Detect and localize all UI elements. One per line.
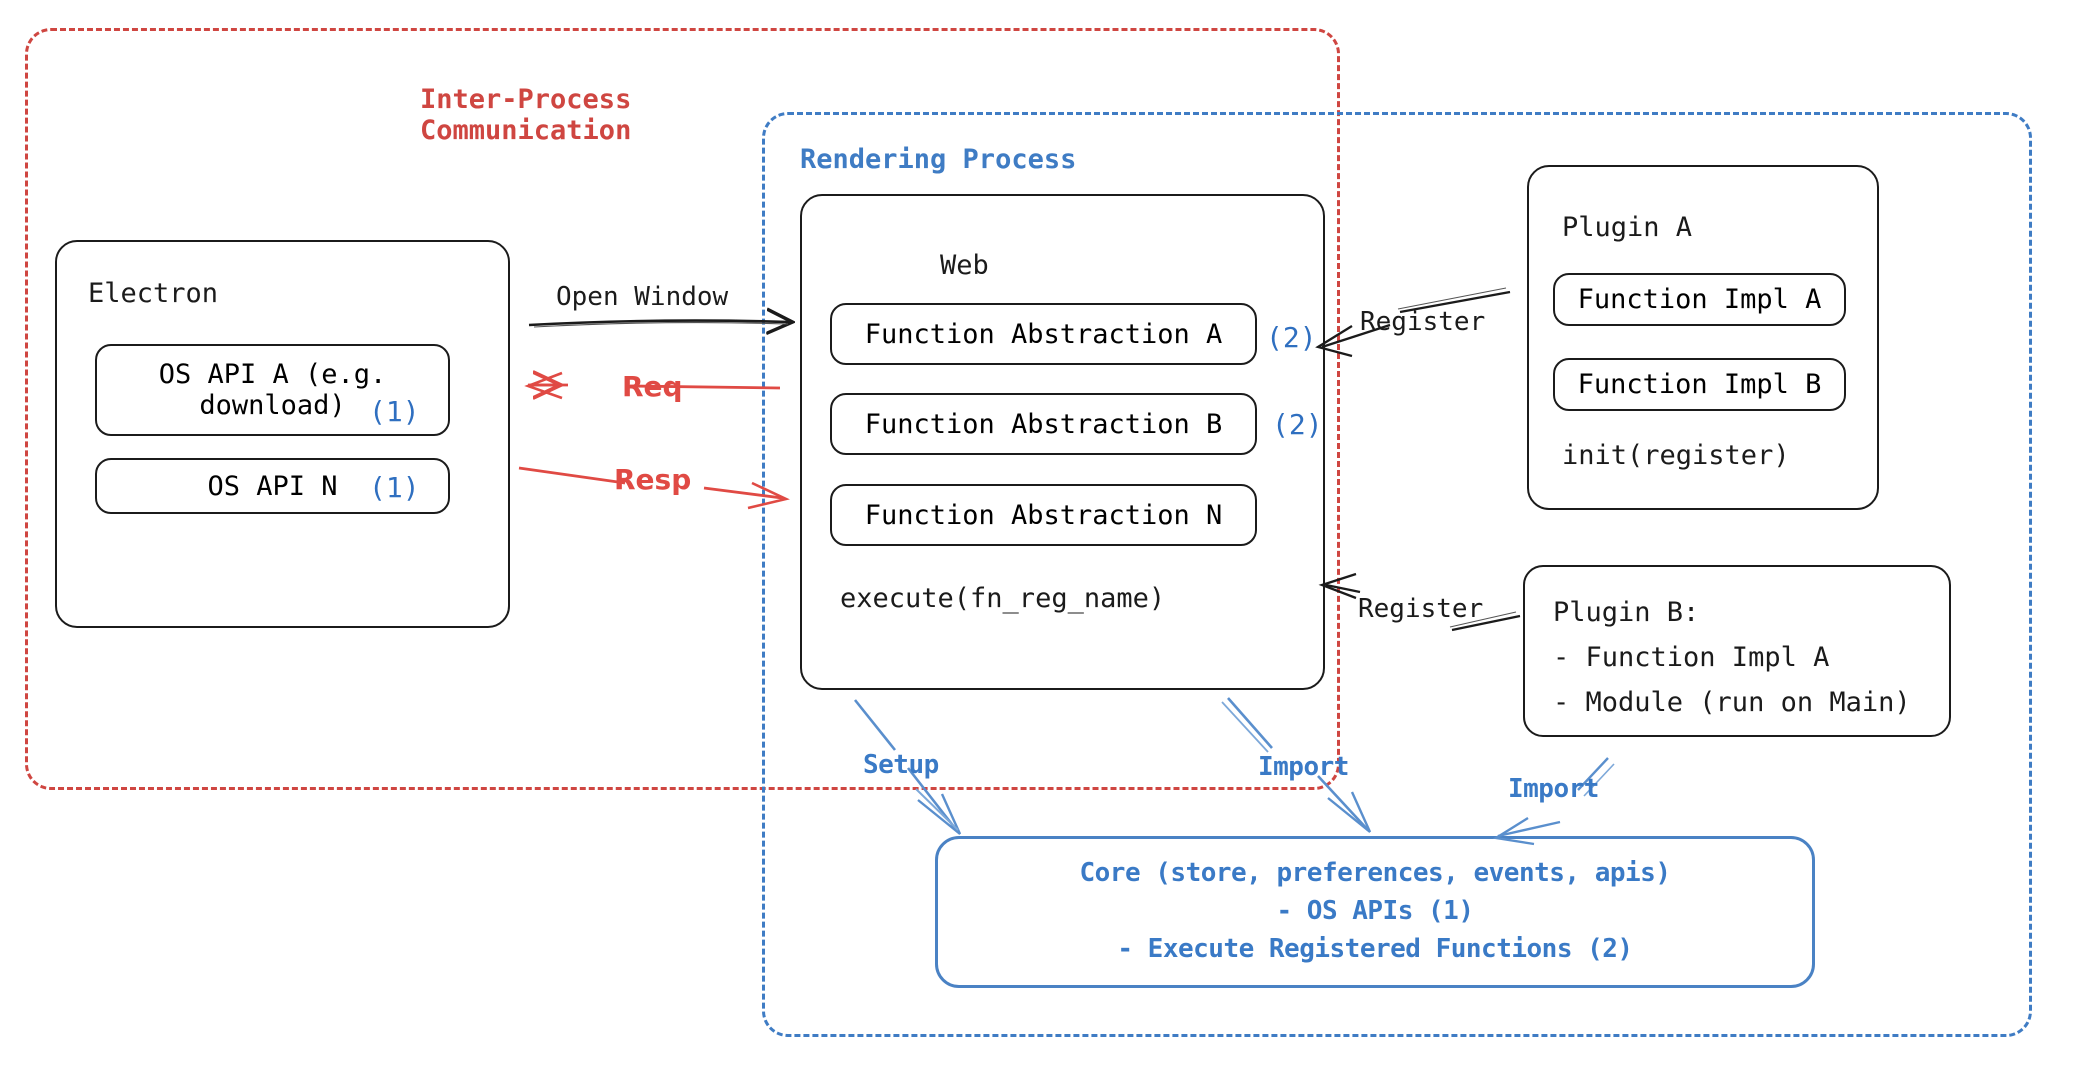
function-abstraction-b-badge: (2) xyxy=(1272,408,1323,441)
edge-label-setup: Setup xyxy=(863,750,939,780)
plugin-a-function-impl-b-box[interactable]: Function Impl B xyxy=(1553,358,1846,411)
region-rendering-process xyxy=(762,112,2032,1037)
os-api-a-label: OS API A (e.g. download) xyxy=(158,359,387,421)
function-abstraction-a-box[interactable]: Function Abstraction A xyxy=(830,303,1257,365)
function-abstraction-b-box[interactable]: Function Abstraction B xyxy=(830,393,1257,455)
plugin-b-line-3: - Module (run on Main) xyxy=(1553,687,1911,718)
edge-label-import-web: Import xyxy=(1258,752,1349,782)
os-api-n-badge: (1) xyxy=(369,471,420,504)
core-line-1: Core (store, preferences, events, apis) xyxy=(1079,858,1671,889)
region-inter-process-communication xyxy=(25,28,1340,790)
edge-label-import-plugin-b: Import xyxy=(1508,774,1599,804)
function-abstraction-b-label: Function Abstraction B xyxy=(864,408,1223,440)
edge-label-open-window: Open Window xyxy=(556,282,729,312)
os-api-a-box[interactable]: OS API A (e.g. download) xyxy=(95,344,450,436)
plugin-a-function-impl-a-label: Function Impl A xyxy=(1577,284,1822,315)
core-line-3: - Execute Registered Functions (2) xyxy=(1117,933,1633,964)
plugin-b-line-2: - Function Impl A xyxy=(1553,642,1830,673)
os-api-a-badge: (1) xyxy=(369,395,420,428)
plugin-b-line-1: Plugin B: xyxy=(1553,597,1700,628)
function-abstraction-a-label: Function Abstraction A xyxy=(864,318,1223,350)
plugin-b-box xyxy=(1523,565,1951,737)
core-line-2: - OS APIs (1) xyxy=(1276,896,1474,927)
function-abstraction-a-badge: (2) xyxy=(1266,321,1317,354)
plugin-a-init-label: init(register) xyxy=(1562,440,1790,471)
electron-title: Electron xyxy=(88,278,219,309)
edge-label-register-plugin-b: Register xyxy=(1358,594,1484,624)
os-api-n-label: OS API N xyxy=(207,470,338,502)
web-title: Web xyxy=(940,250,989,281)
function-abstraction-n-label: Function Abstraction N xyxy=(864,499,1223,531)
edge-label-register-plugin-a: Register xyxy=(1360,307,1486,337)
web-execute-label: execute(fn_reg_name) xyxy=(840,583,1166,614)
region-rendering-label: Rendering Process xyxy=(800,144,1077,175)
edge-label-req: Req xyxy=(622,370,683,403)
plugin-a-function-impl-b-label: Function Impl B xyxy=(1577,369,1822,400)
core-box: Core (store, preferences, events, apis) … xyxy=(935,836,1815,988)
function-abstraction-n-box[interactable]: Function Abstraction N xyxy=(830,484,1257,546)
os-api-n-box[interactable]: OS API N xyxy=(95,458,450,514)
edge-label-resp: Resp xyxy=(614,463,692,496)
region-ipc-label: Inter-Process Communication xyxy=(420,84,632,147)
plugin-a-box xyxy=(1527,165,1879,510)
plugin-a-title: Plugin A xyxy=(1562,212,1693,243)
plugin-a-function-impl-a-box[interactable]: Function Impl A xyxy=(1553,273,1846,326)
